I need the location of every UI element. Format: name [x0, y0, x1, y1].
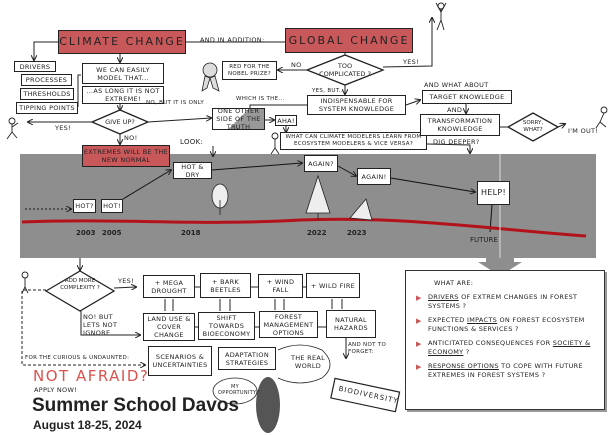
fir-branch-icon	[256, 377, 280, 433]
timeline-event-box: Again!	[357, 168, 391, 185]
award-icon	[201, 62, 220, 92]
timeline-event-box: Again?	[304, 155, 338, 172]
timeline-event-box: Help!	[477, 181, 510, 205]
no-but-only-label: No, but it is only	[146, 100, 204, 106]
scenarios-box: Scenarios & uncertainties	[148, 346, 212, 376]
wind-fall-box: + Wind fall	[258, 274, 303, 298]
adaptation-box: Adaptation strategies	[218, 347, 276, 370]
question-item: ▶Expected impacts on forest ecosystem fu…	[416, 316, 585, 333]
drivers-box: Drivers	[14, 61, 56, 72]
not-forget-label: And not to forget:	[348, 342, 387, 355]
triangle-bullet-icon: ▶	[416, 340, 422, 348]
year-label: 2022	[307, 229, 327, 237]
one-other-side-box: One other side of the truth	[212, 107, 265, 131]
yes-label-3: Yes!	[118, 277, 135, 285]
questions-panel: What are: ▶Drivers of extrem changes in …	[405, 270, 605, 410]
biodiversity-sign	[330, 377, 401, 413]
no-but-label: No! But lets not ignore	[83, 313, 118, 337]
global-change-box: Global Change	[285, 28, 413, 53]
im-out-label: I'm out!	[568, 127, 599, 135]
year-label: 2003	[76, 229, 96, 237]
give-up-decision: Give up?	[105, 118, 135, 126]
natural-hazards-box: Natural hazards	[326, 310, 376, 338]
summer-school-title: Summer School Davos	[32, 395, 239, 416]
extremes-normal-box: Extremes will be the new normal	[82, 145, 170, 167]
yes-label: Yes!	[55, 124, 72, 132]
year-label: 2018	[181, 229, 201, 237]
triangle-bullet-icon: ▶	[416, 294, 422, 302]
tree-icon	[211, 174, 373, 221]
triangle-bullet-icon: ▶	[416, 363, 422, 371]
processes-box: Processes	[21, 74, 72, 86]
indispensable-box: Indispensable for system knowledge	[307, 95, 406, 115]
and-what-about-label: And what about	[424, 81, 489, 89]
apply-now-label: Apply now!	[34, 386, 78, 394]
opportunity-label: My opportunity?	[218, 384, 260, 396]
year-label: Future	[470, 236, 498, 244]
bioeconomy-box: Shift towards bioeconomy	[198, 312, 255, 340]
sorry-what-decision: Sorry, what?	[522, 120, 544, 133]
triangle-bullet-icon: ▶	[416, 317, 422, 325]
year-label: 2005	[102, 229, 122, 237]
yes-but-label: Yes, but..	[312, 88, 343, 94]
nobel-box: Red for the Nobel prize?	[222, 61, 277, 80]
not-afraid-heading: Not afraid?	[33, 367, 150, 385]
question-item: ▶Drivers of extrem changes in forest sys…	[416, 293, 578, 310]
target-knowledge-box: Target knowledge	[422, 90, 512, 104]
forest-management-box: Forest management options	[259, 311, 318, 338]
land-use-box: Land use & cover change	[143, 313, 195, 341]
timeline-event-box: Hot!	[101, 199, 123, 213]
curious-label: For the curious & undaunted:	[25, 355, 130, 361]
question-item: ▶Anticitated consequences for society & …	[416, 339, 591, 356]
mega-drought-box: + Mega drought	[143, 275, 195, 298]
timeline-event-box: Hot?	[73, 199, 96, 213]
year-label: 2023	[347, 229, 367, 237]
thresholds-box: Thresholds	[20, 88, 74, 100]
what-can-learn-box: What can climate modelers learn from eco…	[280, 132, 427, 150]
transformation-knowledge-box: Transformation knowledge	[420, 114, 500, 136]
dates-label: August 18-25, 2024	[33, 418, 142, 432]
which-is-the-label: Which is the...	[236, 96, 285, 102]
yes-label-2: Yes!	[403, 58, 420, 66]
easily-model-box: We can easily model that...	[82, 63, 164, 84]
question-item: ▶Response options to cope with future ex…	[416, 362, 583, 379]
stick-figure-icon	[6, 2, 608, 294]
questions-heading: What are:	[434, 279, 474, 287]
climate-change-box: Climate Change	[58, 30, 186, 54]
no-label-2: No	[291, 61, 302, 69]
dig-deeper-label: Dig deeper?	[433, 138, 480, 146]
add-complexity-decision: Add more complexity ?	[60, 278, 100, 291]
look-label: Look:	[180, 138, 204, 146]
timeline-event-box: Hot & Dry	[173, 162, 212, 179]
and-label: and	[447, 106, 463, 114]
tipping-points-box: Tipping Points	[16, 102, 78, 114]
timeline-line	[21, 217, 587, 238]
not-extreme-box: ...as long it is not extreme!	[82, 86, 164, 104]
no-label: No!	[124, 134, 138, 142]
too-complicated-decision: Too complicated ?	[319, 62, 371, 78]
wild-fire-box: + Wild fire	[306, 273, 360, 298]
aha-box: Aha!	[275, 115, 297, 126]
thought-cloud-icon	[212, 344, 331, 405]
bark-beetles-box: + Bark beetles	[200, 273, 251, 298]
and-in-addition-label: And in addition:	[200, 36, 265, 44]
down-arrow-icon	[478, 258, 522, 276]
real-world-label: The real world	[290, 354, 326, 370]
